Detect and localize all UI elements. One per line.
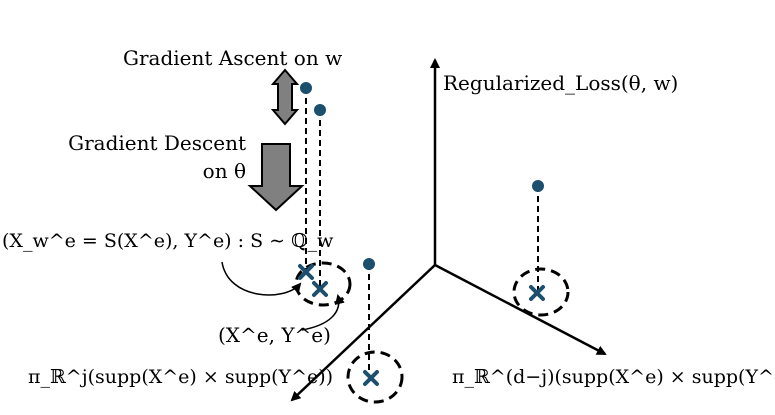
- left-projection-cross-icon: [363, 370, 379, 386]
- transformed-sample-label: (X_w^e = S(X^e), Y^e) : S ∼ ℚ_w: [2, 230, 334, 252]
- right-axis: [434, 263, 607, 356]
- left-projection-label: π_ℝ^j(supp(X^e) × supp(Y^e)): [28, 366, 334, 388]
- right-projection-ellipse: [512, 267, 570, 317]
- original-sample-label: (X^e, Y^e): [218, 323, 331, 347]
- gradient-ascent-label: Gradient Ascent on w: [123, 46, 343, 70]
- right-projection-label: π_ℝ^(d−j)(supp(X^e) × supp(Y^e)): [452, 366, 775, 388]
- transformed-sample-cross-icon: [298, 264, 314, 280]
- original-sample-cross-icon: [312, 281, 328, 297]
- left-projection-point: [363, 258, 375, 270]
- transformed-sample-pointer: [221, 261, 302, 296]
- gradient-descent-arrow-icon: [247, 143, 305, 212]
- left-axis: [290, 264, 436, 402]
- right-projection-point: [532, 180, 544, 192]
- original-sample-pointer: [301, 294, 345, 331]
- gradient-ascent-arrow-icon: [270, 68, 300, 126]
- left-projection-ellipse: [346, 350, 404, 404]
- sample-region-ellipse: [294, 261, 352, 307]
- ascent-sample-point: [300, 82, 312, 94]
- regularized-loss-axis-label: Regularized_Loss(θ, w): [443, 71, 679, 95]
- descent-sample-point: [314, 104, 326, 116]
- right-projection-cross-icon: [529, 285, 545, 301]
- gradient-descent-label-line1: Gradient Descent: [68, 131, 246, 155]
- gradient-descent-label-line2: on θ: [202, 159, 246, 183]
